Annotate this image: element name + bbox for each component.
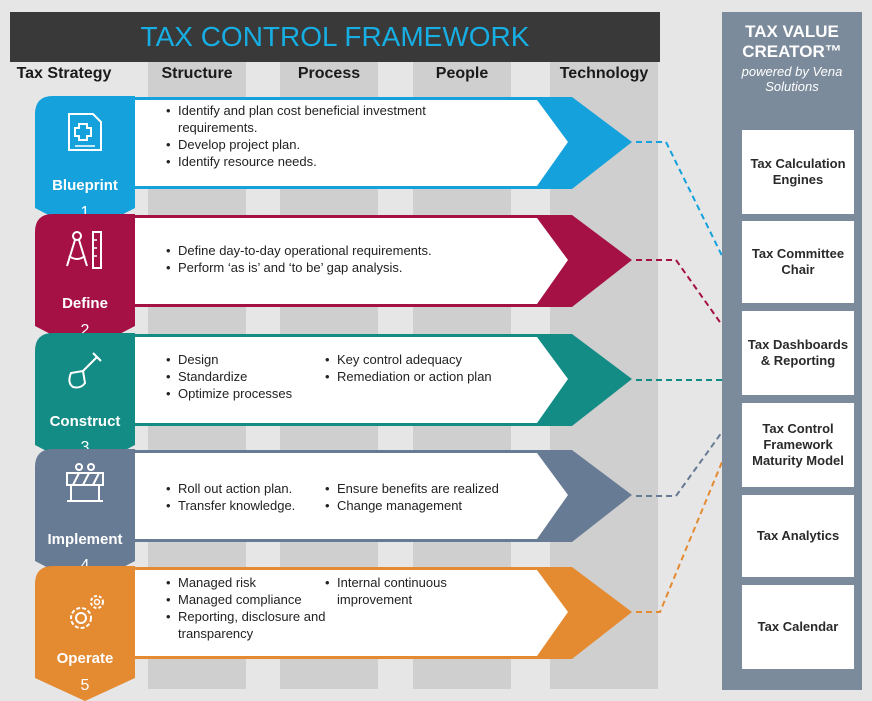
list-item: Managed risk: [166, 574, 326, 591]
stage-name: Implement: [47, 531, 123, 548]
sidebar-box-committee-chair: Tax Committee Chair: [742, 221, 854, 303]
list-item: Reporting, disclosure and transparency: [166, 608, 326, 642]
stage-text-construct-left: Design Standardize Optimize processes: [166, 351, 316, 402]
sidebar-title: TAX VALUE CREATOR™: [742, 22, 842, 61]
stage-badge-implement: Implement 4: [35, 449, 135, 587]
column-header-process: Process: [297, 65, 361, 82]
column-header-tax-strategy: Tax Strategy: [16, 65, 112, 82]
connector-define: [636, 259, 723, 326]
column-header-technology: Technology: [559, 65, 649, 82]
stage-badge-operate: Operate 5: [35, 566, 135, 701]
connector-implement: [636, 431, 723, 497]
stage-text-implement-left: Roll out action plan. Transfer knowledge…: [166, 480, 326, 514]
stage-badge-blueprint: Blueprint 1: [35, 96, 135, 234]
sidebar-subtitle: powered by Vena Solutions: [741, 64, 843, 94]
stage-name: Define: [62, 295, 108, 312]
list-item: Standardize: [166, 368, 316, 385]
compass-ruler-icon: [66, 231, 102, 269]
stage-text-operate-left: Managed risk Managed compliance Reportin…: [166, 574, 326, 642]
list-item: Design: [166, 351, 316, 368]
stage-number: 2: [80, 322, 90, 339]
list-item: Remediation or action plan: [325, 368, 500, 385]
list-item: Perform ‘as is’ and ‘to be’ gap analysis…: [166, 259, 526, 276]
gears-icon: [70, 595, 104, 629]
list-item: Define day-to-day operational requiremen…: [166, 242, 526, 259]
stage-badge-construct: Construct 3: [35, 333, 135, 471]
stage-text-construct-right: Key control adequacy Remediation or acti…: [325, 351, 500, 385]
list-item: Optimize processes: [166, 385, 316, 402]
list-item: Roll out action plan.: [166, 480, 326, 497]
column-header-people: People: [435, 65, 489, 82]
page-title: TAX CONTROL FRAMEWORK: [10, 12, 660, 62]
stage-name: Operate: [56, 650, 114, 667]
list-item: Internal continuous improvement: [325, 574, 475, 608]
list-item: Identify and plan cost beneficial invest…: [166, 102, 506, 136]
sidebar-box-analytics: Tax Analytics: [742, 495, 854, 577]
list-item: Ensure benefits are realized: [325, 480, 525, 497]
sidebar-box-calendar: Tax Calendar: [742, 585, 854, 669]
stage-text-operate-right: Internal continuous improvement: [325, 574, 475, 608]
sidebar-box-dashboards: Tax Dashboards & Reporting: [742, 311, 854, 395]
shovel-icon: [68, 352, 102, 389]
column-header-structure: Structure: [161, 65, 233, 82]
list-item: Transfer knowledge.: [166, 497, 326, 514]
connector-operate: [636, 461, 723, 613]
stage-number: 5: [80, 677, 90, 694]
list-item: Managed compliance: [166, 591, 326, 608]
stage-name: Construct: [49, 413, 121, 430]
stage-number: 1: [80, 204, 90, 221]
stage-number: 4: [80, 557, 90, 574]
stage-text-define: Define day-to-day operational requiremen…: [166, 242, 526, 276]
stage-number: 3: [80, 439, 90, 456]
sidebar-box-maturity-model: Tax Control Framework Maturity Model: [742, 403, 854, 487]
stage-text-blueprint: Identify and plan cost beneficial invest…: [166, 102, 506, 170]
list-item: Change management: [325, 497, 525, 514]
blueprint-icon: [68, 113, 102, 151]
connector-blueprint: [636, 141, 731, 273]
list-item: Develop project plan.: [166, 136, 506, 153]
stage-badge-define: Define 2: [35, 214, 135, 352]
list-item: Key control adequacy: [325, 351, 500, 368]
stage-text-implement-right: Ensure benefits are realized Change mana…: [325, 480, 525, 514]
list-item: Identify resource needs.: [166, 153, 506, 170]
stage-name: Blueprint: [52, 177, 118, 194]
barrier-icon: [66, 463, 104, 502]
sidebar-box-calculation-engines: Tax Calculation Engines: [742, 130, 854, 214]
